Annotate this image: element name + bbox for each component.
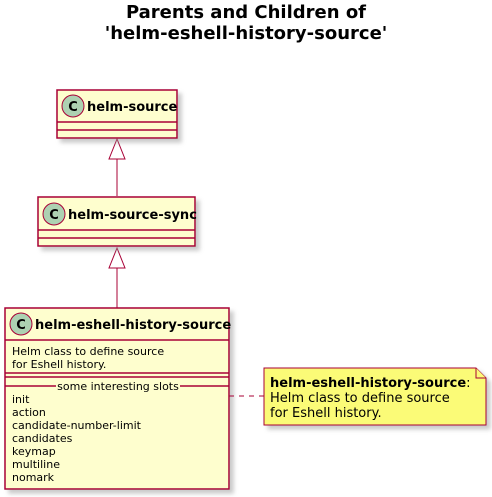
slot-item: candidate-number-limit — [12, 419, 142, 432]
class-c-icon — [61, 94, 85, 118]
class-name: helm-source-sync — [68, 208, 197, 223]
note-title: helm-eshell-history-source: — [270, 376, 471, 391]
inheritance-edge-sync-to-source — [108, 137, 126, 196]
slot-item: action — [12, 406, 46, 419]
slot-item: keymap — [12, 445, 56, 458]
class-helm-source-sync[interactable]: C helm-source-sync — [37, 196, 197, 247]
class-c-glyph: C — [16, 318, 26, 333]
inheritance-edge-history-to-sync — [108, 246, 126, 308]
class-c-icon — [9, 312, 33, 336]
slot-item: multiline — [12, 458, 60, 471]
class-helm-source[interactable]: C helm-source — [56, 89, 178, 139]
note-line-2: for Eshell history. — [270, 406, 382, 421]
class-name: helm-source — [87, 100, 178, 115]
class-c-glyph: C — [68, 100, 78, 115]
class-helm-eshell-history-source[interactable]: C helm-eshell-history-source Helm class … — [4, 307, 231, 490]
diagram-title-line-2: 'helm-eshell-history-source' — [105, 23, 388, 44]
class-doc-line-2: for Eshell history. — [12, 358, 106, 371]
note-line-1: Helm class to define source — [270, 391, 450, 406]
class-name: helm-eshell-history-source — [35, 318, 231, 333]
class-c-glyph: C — [49, 208, 59, 223]
slot-item: nomark — [12, 471, 55, 484]
class-c-icon — [42, 202, 66, 226]
note-helm-eshell-history-source[interactable]: helm-eshell-history-source: Helm class t… — [263, 367, 487, 426]
diagram-title-line-1: Parents and Children of — [126, 2, 366, 23]
slot-item: candidates — [12, 432, 73, 445]
slots-header: some interesting slots — [57, 380, 179, 393]
class-doc-line-1: Helm class to define source — [12, 345, 164, 358]
slot-item: init — [12, 393, 30, 406]
